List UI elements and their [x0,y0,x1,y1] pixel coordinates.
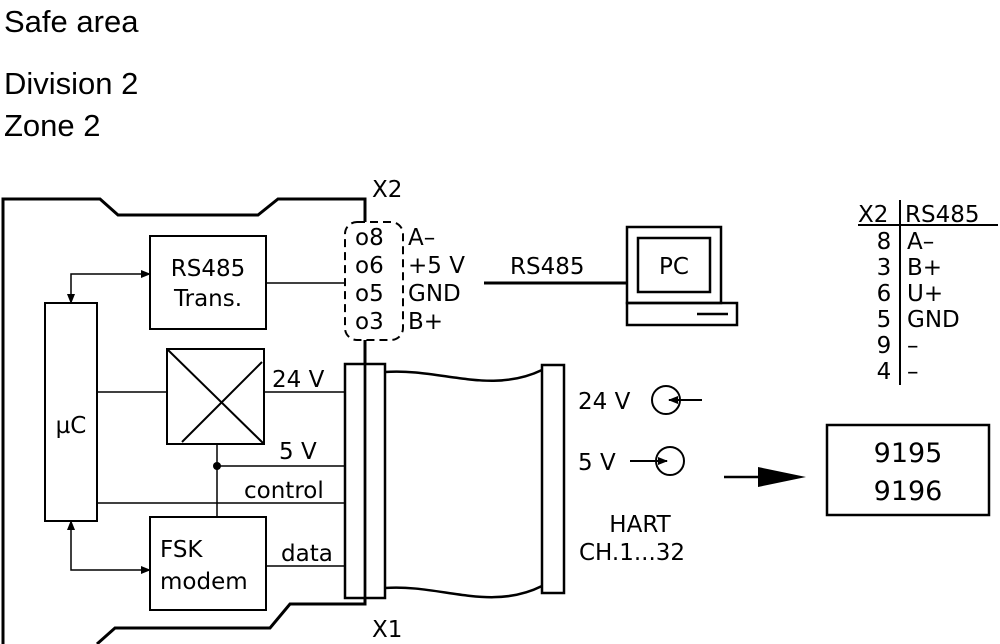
division-label: Division 2 [4,66,139,101]
svg-text:–: – [907,359,919,385]
svg-text:8: 8 [877,229,892,255]
microcontroller-block: µC [44,302,98,522]
svg-text:o6: o6 [355,253,384,279]
source-5v-label: 5 V [578,450,616,476]
arrow-right-icon [724,467,806,487]
data-label: data [281,541,333,567]
pin-table-header: RS485 [905,202,979,228]
svg-text:FSK: FSK [160,537,203,563]
svg-text:modem: modem [160,569,248,595]
pc-icon [625,225,739,327]
x2-label: X2 [372,177,402,203]
x2-connector: X2 o8 A– o6 +5 V o5 GND o3 B+ [344,177,465,341]
rs485-transceiver-block: RS485 Trans. [149,235,267,330]
svg-text:o5: o5 [355,281,384,307]
pin-table-row: 6 U+ [877,281,943,307]
svg-text:Trans.: Trans. [173,286,242,312]
voltage-source-24v-icon [651,385,702,415]
control-label: control [244,478,324,504]
pin-table-row: 9 – [877,333,919,359]
svg-text:+5 V: +5 V [408,253,465,279]
voltage-source-5v-icon [630,446,685,476]
svg-text:5: 5 [877,307,892,333]
svg-text:–: – [907,333,919,359]
zone-label: Zone 2 [4,108,101,143]
svg-text:RS485: RS485 [171,256,245,282]
svg-text:o3: o3 [355,309,384,335]
svg-text:3: 3 [877,255,892,281]
fsk-modem-block: FSK modem [149,516,267,611]
device-box: 9195 9196 [825,423,991,517]
pin-table-header: X2 [858,202,888,228]
source-24v-label: 24 V [578,389,631,415]
hart-label: HART [609,512,671,538]
svg-text:A–: A– [907,229,934,255]
svg-text:6: 6 [877,281,892,307]
internal-wiring [67,270,345,574]
pin-table-row: 3 B+ [877,255,942,281]
svg-text:U+: U+ [907,281,943,307]
rs485-link-label: RS485 [510,254,584,280]
device-model: 9196 [874,476,943,507]
x2-pin: o5 GND [355,281,461,307]
pin-table: X2 RS485 8 A– 3 B+ 6 U+ 5 GND 9 – 4 – [858,200,998,385]
svg-text:µC: µC [56,413,87,439]
dc-dc-converter [166,348,265,445]
svg-text:GND: GND [907,307,960,333]
pin-table-row: 5 GND [877,307,960,333]
pc-label: PC [659,254,689,280]
svg-text:9: 9 [877,333,892,359]
enclosure-outline [1,197,367,644]
svg-text:B+: B+ [408,309,443,335]
supply-24v-label: 24 V [272,367,325,393]
x1-connector [343,362,387,600]
x2-pin: o6 +5 V [355,253,465,279]
x2-pin: o8 A– [355,225,435,251]
svg-text:A–: A– [408,225,435,251]
svg-text:o8: o8 [355,225,384,251]
supply-5v-label: 5 V [279,439,317,465]
x2-pin: o3 B+ [355,309,443,335]
ribbon-cable [384,363,566,599]
hart-channels-label: CH.1...32 [579,540,685,566]
svg-text:GND: GND [408,281,461,307]
svg-text:B+: B+ [907,255,942,281]
device-model: 9195 [874,438,943,469]
svg-text:4: 4 [877,359,892,385]
safe-area-title: Safe area [4,4,139,39]
x1-label: X1 [372,617,402,643]
pin-table-row: 8 A– [877,229,935,255]
pin-table-row: 4 – [877,359,919,385]
junction-dot [213,462,221,470]
